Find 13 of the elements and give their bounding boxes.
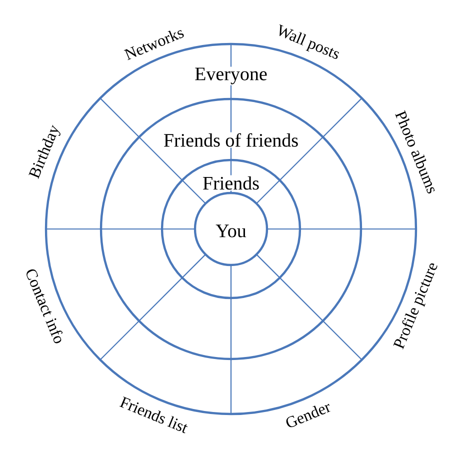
ring-label: You: [214, 224, 248, 238]
category-label: Profile picture: [393, 263, 438, 350]
ring: [194, 192, 268, 266]
ring-label: Friends of friends: [162, 132, 300, 148]
category-label: Wall posts: [280, 24, 340, 59]
ring: [100, 98, 362, 360]
category-label: Gender: [286, 404, 330, 428]
category-label: Friends list: [119, 396, 188, 434]
category-label: Photo albums: [395, 110, 435, 194]
ring-label: Everyone: [194, 66, 268, 86]
ring-label: Friends: [202, 175, 260, 191]
category-label: Contact info: [26, 269, 63, 344]
ring: [160, 158, 302, 300]
